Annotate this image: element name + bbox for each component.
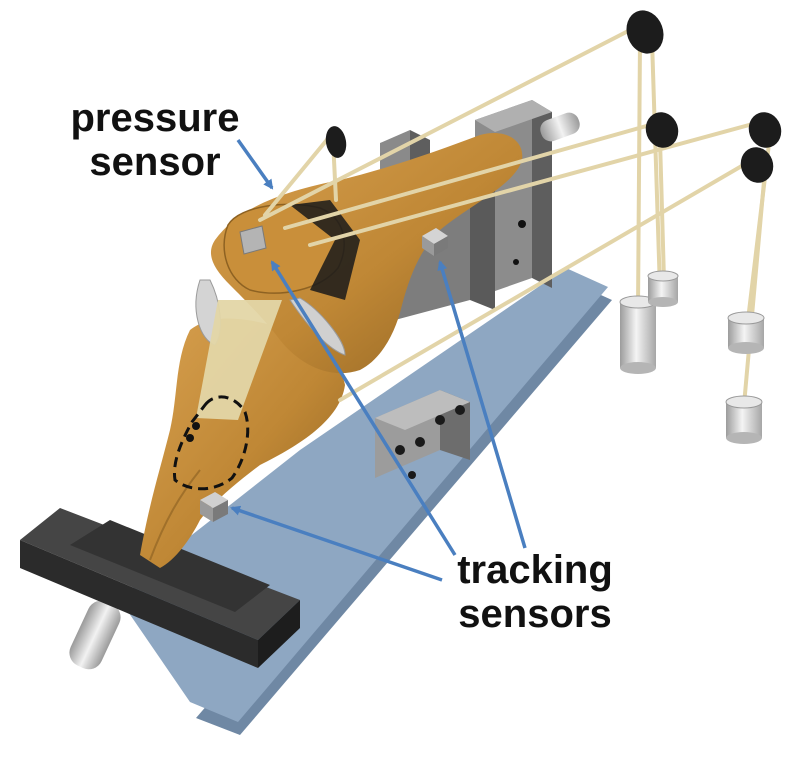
weight-2 [647,270,679,307]
arrow-tracking-tibia [230,505,443,582]
pressure-sensor-pad [239,225,267,255]
tracking-sensors-label: tracking sensors [440,548,630,636]
weight-1 [619,295,657,374]
tracking-sensor-femur [422,228,448,256]
rear-rod [540,112,580,142]
foot-block [20,508,300,668]
front-rod [69,600,121,670]
pressure-sensor-label: pressure sensor [60,96,250,184]
pressure-label-line1: pressure [70,96,240,140]
arrow-pressure-sensor [236,138,274,190]
arrow-tracking-femur [437,260,527,549]
tibia [140,318,345,568]
tracking-sensor-tibia [200,492,228,522]
weights [619,270,765,444]
pulleys [325,10,782,183]
tracking-label-line1: tracking [457,548,613,592]
weight-3 [727,311,765,354]
weight-4 [725,395,763,444]
cables [258,23,772,407]
femur [210,132,523,374]
patella-groove [290,200,360,300]
dashed-region [172,395,250,491]
tracking-label-line2: sensors [458,592,612,636]
pressure-label-line2: sensor [89,140,221,184]
arrow-tracking-patella [270,260,457,556]
patellar-tendon [196,300,282,420]
callout-arrows [230,138,527,582]
